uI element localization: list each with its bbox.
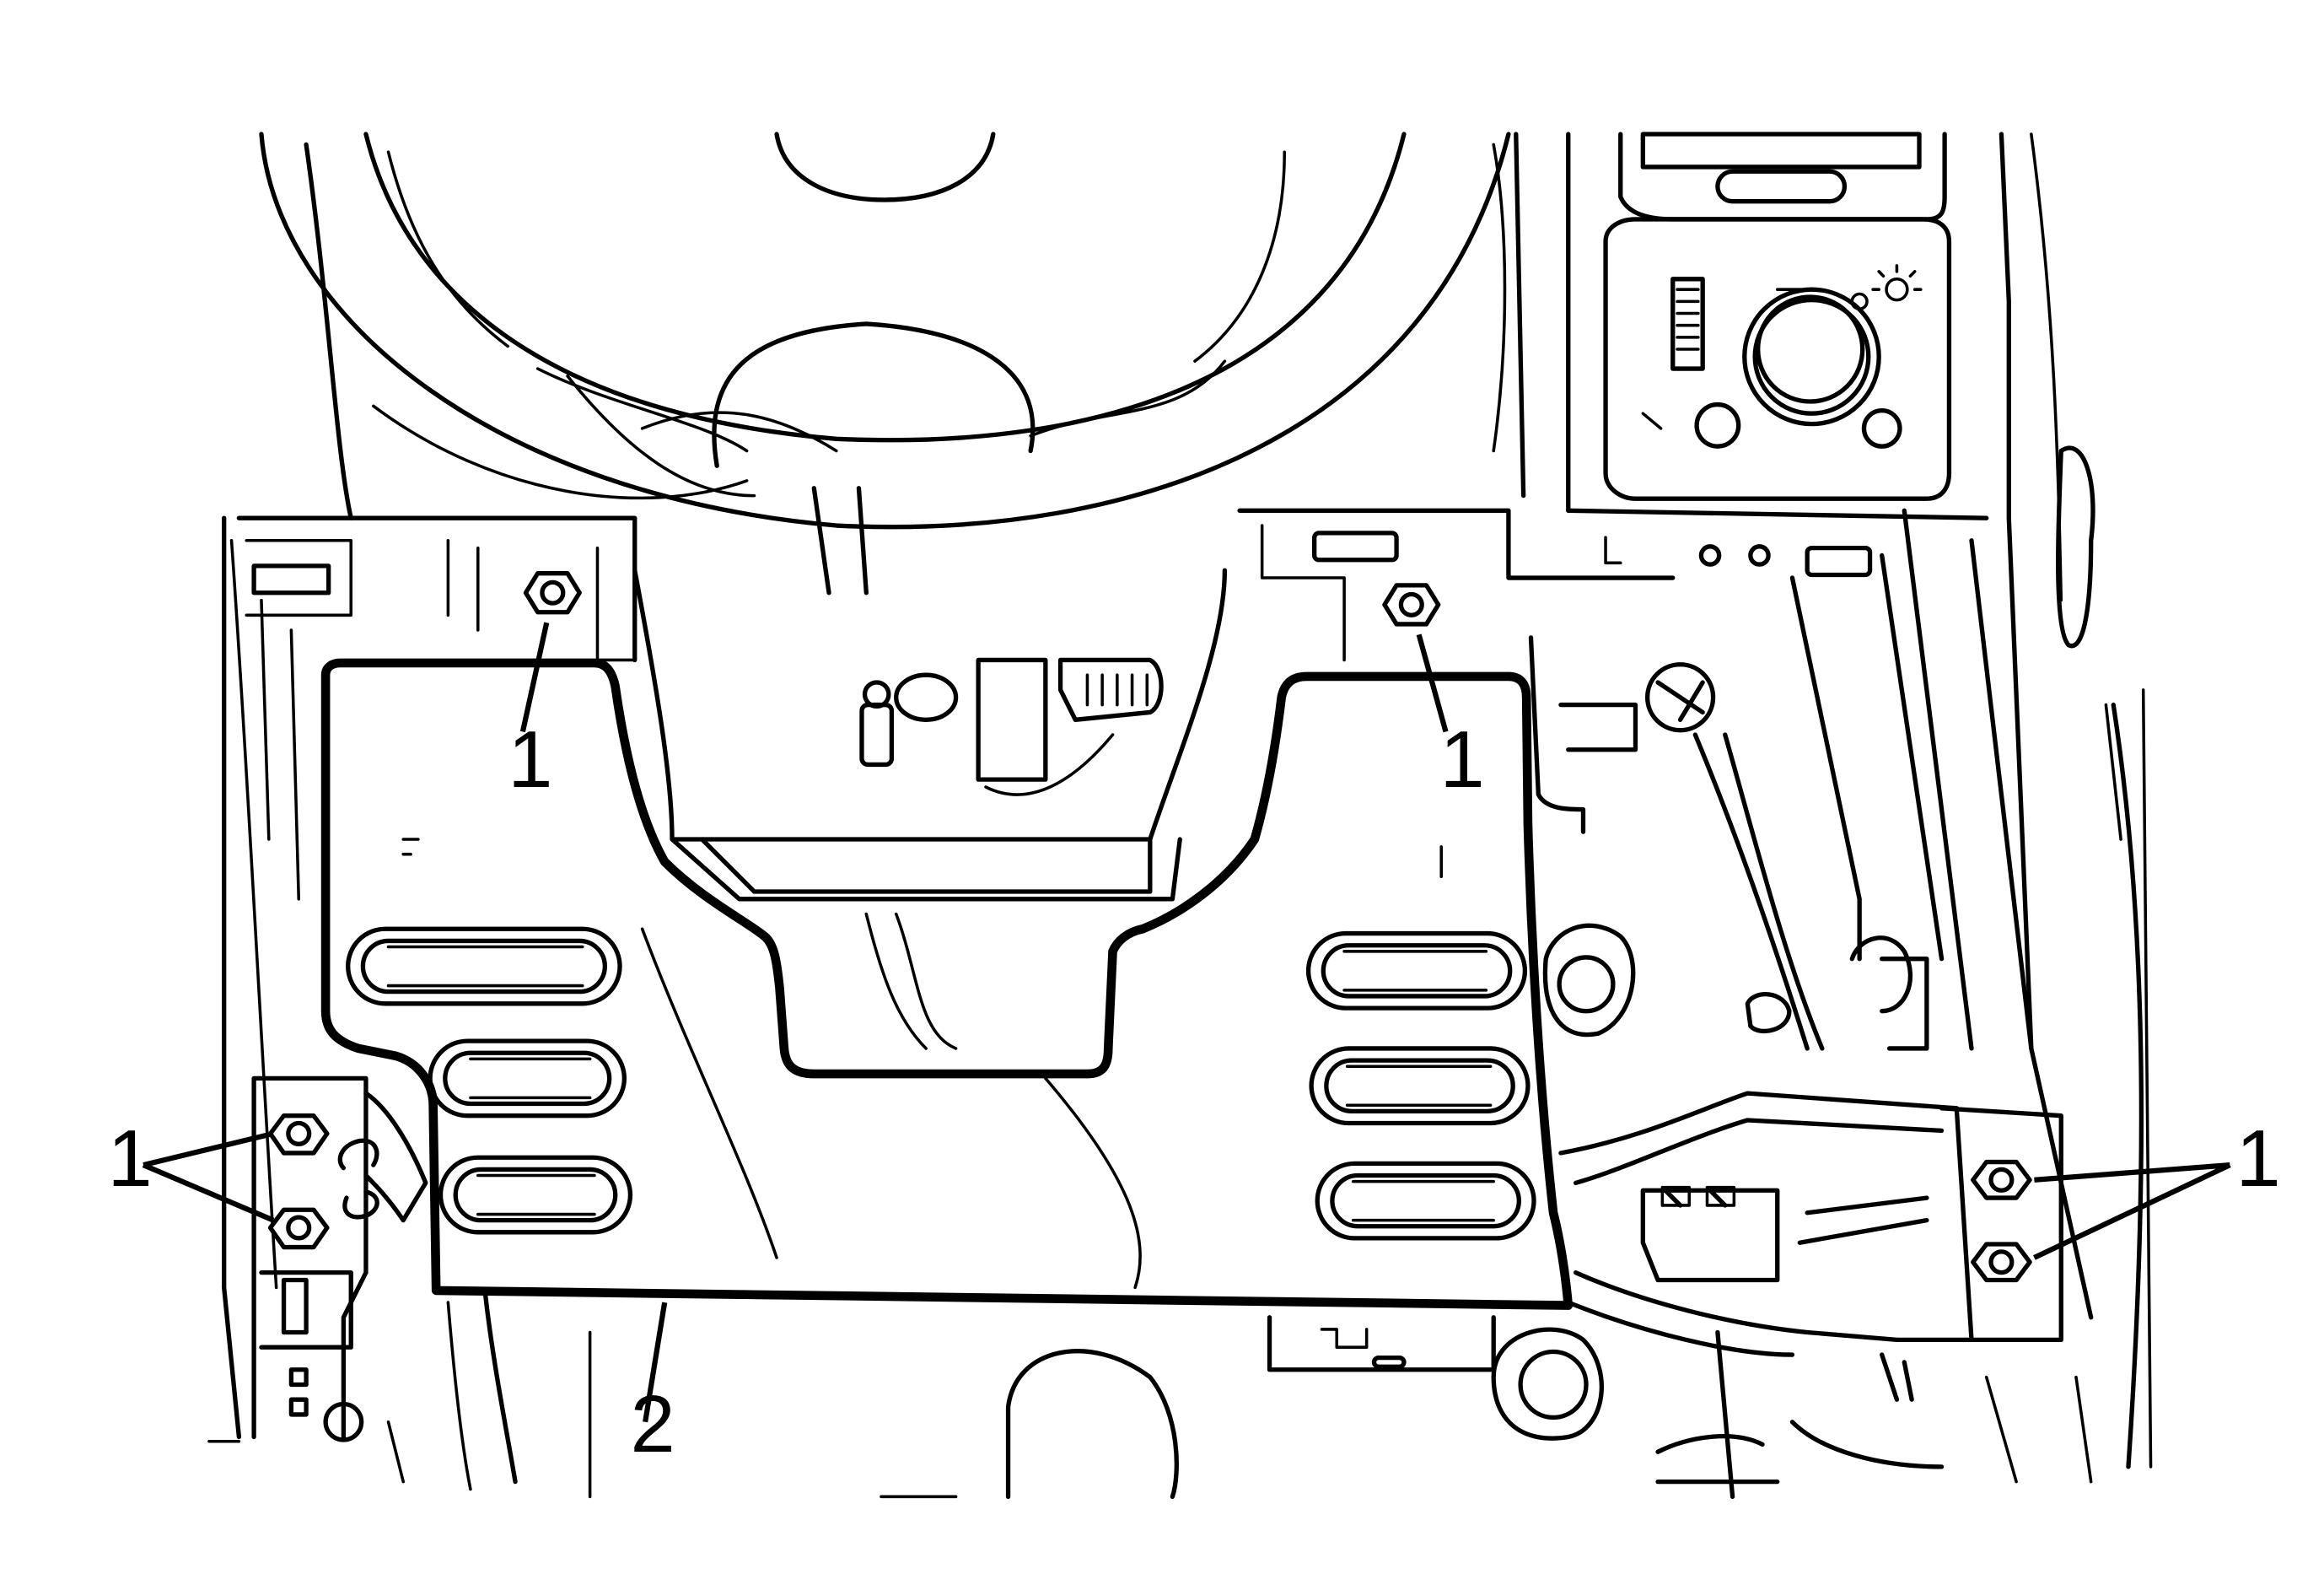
upper-right-nut bbox=[1382, 583, 1441, 627]
headlamp-switch-panel bbox=[1603, 132, 1952, 501]
dash-structure bbox=[222, 132, 1989, 1440]
lower-floor-structure bbox=[386, 1292, 1780, 1499]
right-lower-structure bbox=[1491, 635, 2093, 1499]
callout-knee-bolster-panel: 2 bbox=[630, 1379, 675, 1469]
callout-nuts-right-pair: 1 bbox=[2235, 1113, 2280, 1204]
right-side-structure bbox=[1789, 132, 2153, 1469]
knee-bolster-panel bbox=[320, 658, 1574, 1310]
callout-nut-upper-right: 1 bbox=[1439, 714, 1484, 805]
leader-lines bbox=[142, 622, 2231, 1423]
left-nut-upper bbox=[267, 1113, 330, 1156]
left-nut-lower bbox=[267, 1207, 330, 1250]
switch-strip bbox=[1604, 536, 1873, 578]
callout-nut-upper-left: 1 bbox=[508, 714, 552, 805]
callout-nuts-left-pair: 1 bbox=[108, 1113, 153, 1204]
right-nut-lower bbox=[1971, 1242, 2032, 1283]
steering-wheel bbox=[259, 132, 1511, 596]
upper-left-nut bbox=[523, 571, 582, 615]
right-nut-upper bbox=[1971, 1159, 2032, 1200]
steering-column bbox=[632, 568, 1228, 1050]
